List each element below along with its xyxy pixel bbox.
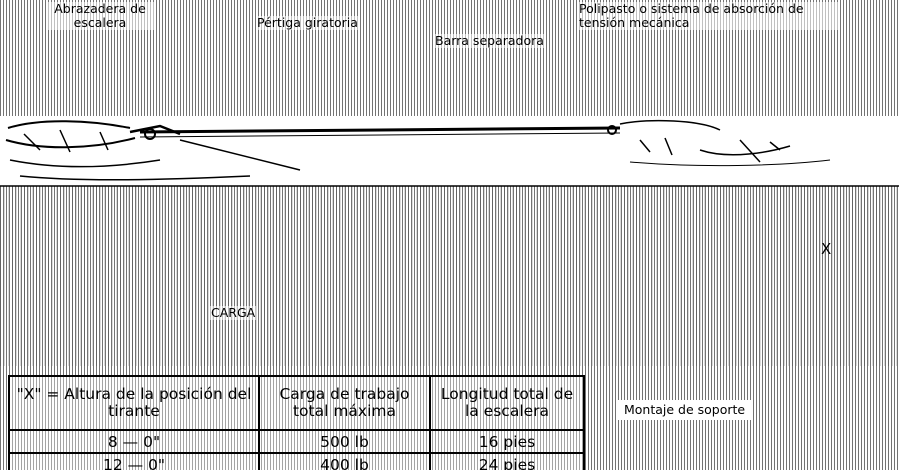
spreader-bar-label: Barra separadora bbox=[434, 33, 545, 48]
cell-height: 8 — 0" bbox=[8, 429, 260, 454]
hoist-label: Polipasto o sistema de absorción de tens… bbox=[578, 2, 840, 30]
header-height: "X" = Altura de la posición del tirante bbox=[8, 375, 260, 431]
rotating-pole-label: Pértiga giratoria bbox=[256, 15, 359, 30]
header-max-load: Carga de trabajo total máxima bbox=[258, 375, 431, 431]
hoist-drawing bbox=[619, 119, 831, 167]
table-row: 8 — 0" 500 lb 16 pies bbox=[8, 429, 585, 454]
cell-max-load: 500 lb bbox=[258, 429, 431, 454]
cell-ladder-length: 24 pies bbox=[429, 452, 585, 470]
rotating-pole-drawing bbox=[139, 125, 621, 171]
spec-table: "X" = Altura de la posición del tirante … bbox=[8, 375, 585, 470]
ladder-clamp-label: Abrazadera de escalera bbox=[46, 2, 154, 30]
cell-height: 12 — 0" bbox=[8, 452, 260, 470]
cell-ladder-length: 16 pies bbox=[429, 429, 585, 454]
cell-max-load: 400 lb bbox=[258, 452, 431, 470]
x-height-marker: X bbox=[821, 240, 832, 258]
header-ladder-length: Longitud total de la escalera bbox=[429, 375, 585, 431]
lower-shading bbox=[0, 186, 899, 366]
table-row: 12 — 0" 400 lb 24 pies bbox=[8, 452, 585, 470]
load-label: CARGA bbox=[210, 305, 257, 320]
table-header-row: "X" = Altura de la posición del tirante … bbox=[8, 375, 585, 431]
mounting-label: Montaje de soporte bbox=[618, 400, 754, 420]
